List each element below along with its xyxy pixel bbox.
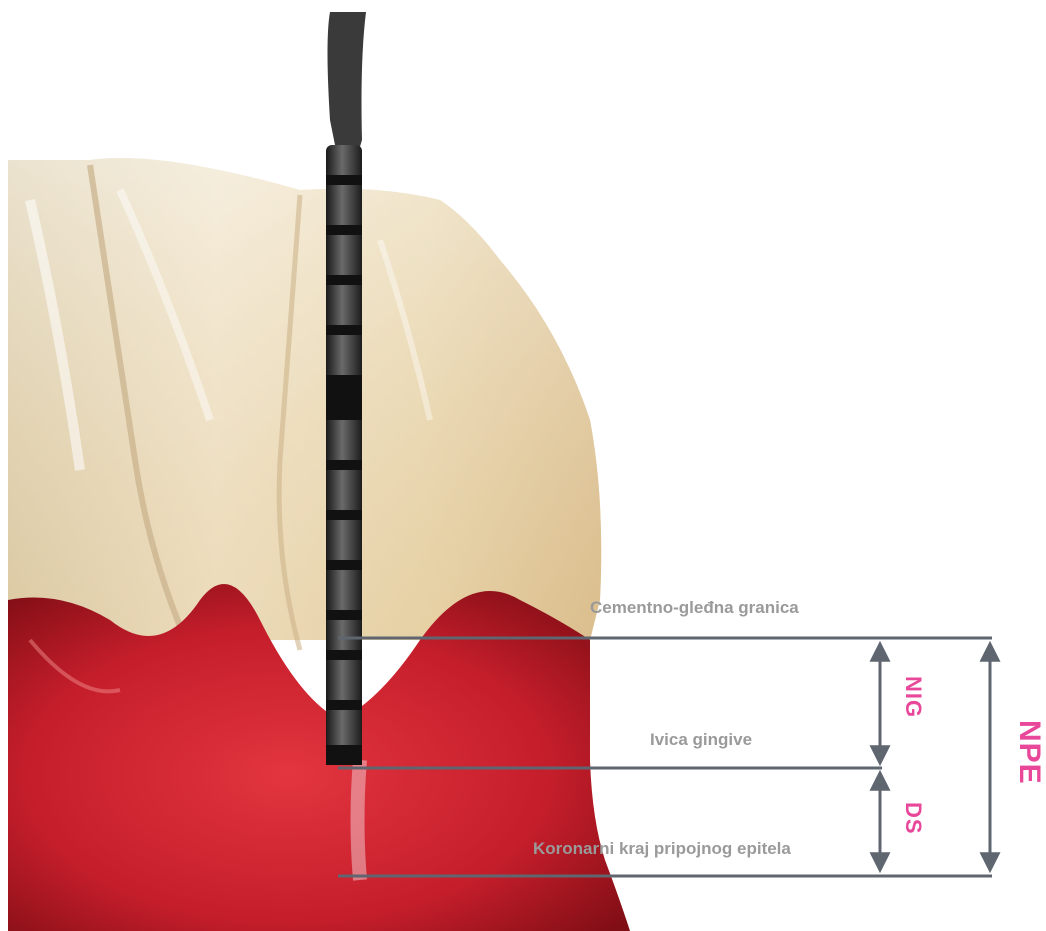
periodontal-probe bbox=[326, 12, 366, 765]
ds-label: DS bbox=[900, 802, 926, 835]
double-arrow-icon bbox=[880, 645, 990, 869]
coronal-end-label: Koronarni kraj pripojnog epitela bbox=[533, 839, 791, 859]
teeth bbox=[8, 158, 601, 650]
cej-label: Cementno-gleđna granica bbox=[590, 598, 799, 618]
gingival-margin-label: Ivica gingive bbox=[650, 730, 752, 750]
nig-label: NIG bbox=[900, 676, 926, 718]
npe-label: NPE bbox=[1012, 720, 1046, 785]
